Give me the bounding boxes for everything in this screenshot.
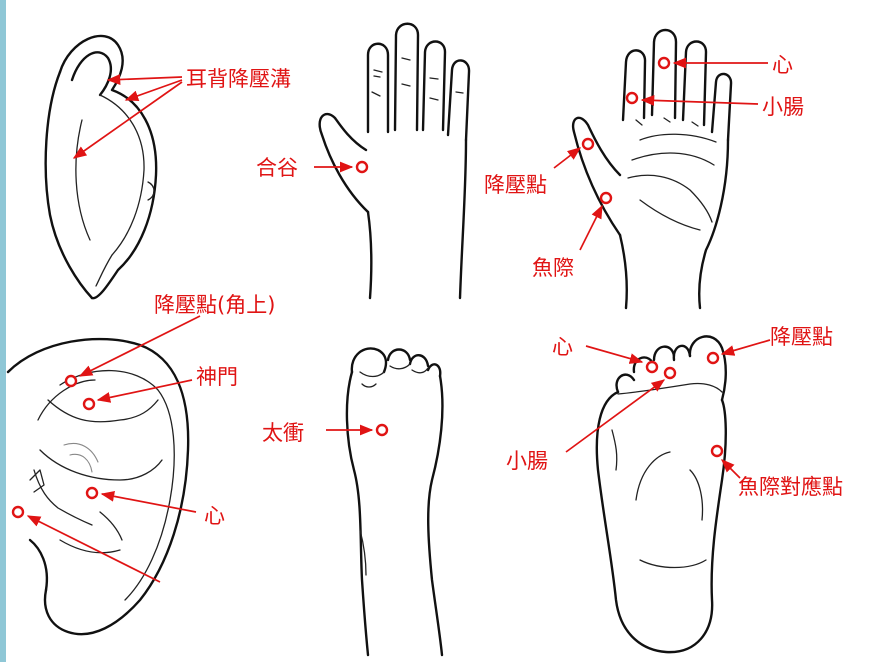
sole-heart-label: 心 [552, 335, 573, 359]
ear-front-extra-arrow [26, 515, 161, 583]
ear-front-shenmen-arrow [96, 379, 193, 403]
groove-arrow-3 [72, 81, 183, 159]
sole-small-intestine-point [663, 366, 677, 380]
sole-yuji-arrow [721, 459, 741, 479]
palm-small-intestine-arrow [640, 94, 759, 106]
ear-back-drawing [44, 34, 158, 300]
palm-pressure-arrow [553, 147, 582, 169]
sole-drawing [595, 335, 727, 654]
palm-heart-point [657, 56, 671, 70]
ear-front-heart-arrow [100, 490, 197, 513]
ear-front-heart-point [85, 486, 99, 500]
hand-back-panel: 合谷 [256, 22, 471, 300]
ear-front-pressure-point [64, 374, 78, 388]
palm-heart-label: 心 [772, 53, 793, 77]
sole-yuji-point [710, 444, 724, 458]
palm-pressure-point [581, 137, 595, 151]
sole-heart-arrow [585, 345, 644, 364]
ear-back-panel: 耳背降壓溝 [44, 34, 291, 300]
palm-pressure-label: 降壓點 [484, 173, 547, 197]
sole-pressure-label: 降壓點 [770, 325, 833, 349]
ear-front-shenmen-point [82, 397, 96, 411]
ear-front-drawing [6, 337, 190, 636]
sole-small-intestine-label: 小腸 [506, 449, 548, 473]
foot-top-panel: 太衝 [262, 347, 444, 657]
foot-top-drawing [345, 347, 444, 657]
left-edge-strip [0, 0, 6, 662]
hegu-point [355, 160, 369, 174]
palm-yuji-point [599, 191, 613, 205]
taichong-label: 太衝 [262, 421, 304, 445]
ear-back-groove-label: 耳背降壓溝 [186, 67, 291, 91]
ear-front-heart-label: 心 [204, 504, 225, 528]
sole-pressure-arrow [720, 339, 771, 356]
palm-drawing [571, 28, 733, 310]
hegu-label: 合谷 [256, 156, 298, 180]
groove-arrow-1 [106, 74, 183, 85]
palm-yuji-label: 魚際 [532, 256, 574, 280]
sole-heart-point [645, 360, 659, 374]
ear-front-shenmen-label: 神門 [196, 365, 238, 389]
palm-small-intestine-point [625, 91, 639, 105]
sole-panel: 心 降壓點 小腸 魚際對應點 [506, 325, 843, 654]
taichong-point [375, 423, 389, 437]
hand-back-drawing [318, 22, 471, 300]
palm-panel: 心 小腸 降壓點 魚際 [484, 28, 804, 310]
palm-yuji-arrow [579, 204, 603, 251]
ear-front-pressure-arrow [78, 315, 201, 377]
sole-small-intestine-arrow [565, 379, 666, 453]
palm-small-intestine-label: 小腸 [762, 95, 804, 119]
ear-front-panel: 降壓點(角上) 神門 心 [6, 293, 275, 636]
sole-yuji-label: 魚際對應點 [738, 475, 843, 499]
sole-pressure-point [706, 351, 720, 365]
ear-front-pressure-label: 降壓點(角上) [154, 293, 275, 317]
ear-back-groove-arrows [72, 74, 183, 159]
groove-arrow-2 [124, 79, 183, 102]
ear-front-extra-point [11, 505, 25, 519]
